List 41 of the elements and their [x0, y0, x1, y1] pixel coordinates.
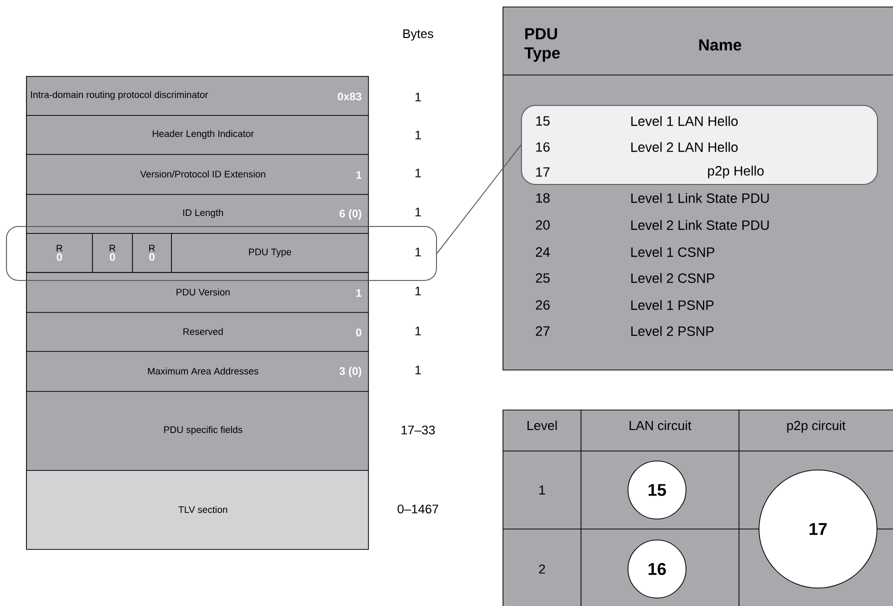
- byte-count: 1: [416, 366, 421, 374]
- column-heading: Bytes: [403, 29, 434, 41]
- table-cell: Level 2 PSNP: [631, 326, 714, 336]
- field-row: Version/Protocol ID Extension 1: [26, 154, 369, 195]
- field-row: PDU specific fields: [26, 391, 369, 471]
- table-header: p2p circuit: [787, 420, 846, 433]
- byte-count: 17–33: [402, 426, 435, 434]
- field-row: Intra-domain routing protocol discriminator 0x83: [26, 76, 369, 116]
- table-cell: Level 2 CSNP: [631, 273, 714, 283]
- byte-count: 1: [416, 326, 421, 336]
- table-cell: 20: [536, 220, 550, 230]
- byte-count: 0–1467: [398, 504, 438, 514]
- byte-count: 1: [416, 168, 421, 178]
- byte-count: 1: [416, 248, 421, 256]
- byte-count: 1: [416, 130, 421, 140]
- highlight-box: [6, 226, 437, 281]
- highlight-box: 15 Level 1 LAN Hello 16 Level 2 LAN Hello 17 p2p Hello: [521, 105, 878, 185]
- table-cell: 25: [536, 273, 550, 283]
- table-header: PDU Type: [524, 28, 560, 62]
- field-row: Reserved 0: [26, 312, 369, 352]
- table-cell: Level 2 Link State PDU: [631, 220, 769, 230]
- field-row: TLV section: [26, 470, 369, 550]
- field-row: Header Length Indicator: [26, 115, 369, 155]
- table-cell: Level 1 CSNP: [631, 247, 714, 257]
- table-cell: 26: [536, 300, 550, 310]
- table-cell: 2: [539, 564, 545, 574]
- field-cell: R 0: [26, 233, 93, 273]
- table-cell: 1: [539, 486, 545, 494]
- table-header: Name: [699, 39, 742, 51]
- byte-count: 1: [416, 208, 421, 216]
- field-cell: R 0: [92, 233, 133, 273]
- table-cell: 24: [536, 247, 550, 257]
- field-row: Maximum Area Addresses 3 (0): [26, 351, 369, 392]
- table-cell: Level 1 PSNP: [631, 300, 714, 310]
- table-header: LAN circuit: [630, 420, 692, 430]
- field-cell: R 0: [132, 233, 172, 273]
- table-cell: 27: [536, 326, 550, 336]
- byte-count: 1: [416, 92, 421, 102]
- table-header: Level: [528, 420, 557, 430]
- byte-count: 1: [416, 286, 421, 296]
- connector-line: [436, 144, 522, 254]
